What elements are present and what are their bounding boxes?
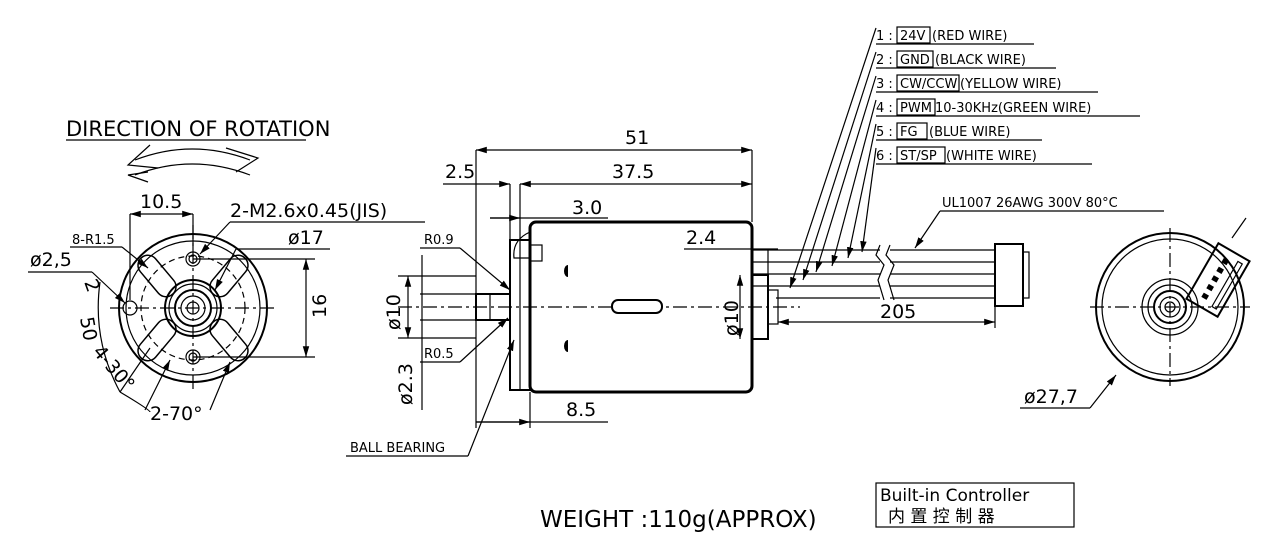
dim-10-5: 10.5 (140, 191, 182, 213)
dim-d17: ø17 (288, 227, 324, 249)
svg-text:(BLACK WIRE): (BLACK WIRE) (935, 53, 1026, 68)
dim-r8: 8-R1.5 (72, 233, 115, 248)
front-view: DIRECTION OF ROTATION (28, 117, 425, 425)
direction-label: DIRECTION OF ROTATION (66, 117, 330, 141)
controller-line1: Built-in Controller (880, 486, 1029, 506)
dim-2-5: 2.5 (445, 161, 475, 183)
dim-2-4: 2.4 (686, 227, 716, 249)
ball-bearing-label: BALL BEARING (350, 441, 445, 456)
svg-text:(WHITE WIRE): (WHITE WIRE) (946, 149, 1037, 164)
dim-thread: 2-M2.6x0.45(JIS) (230, 200, 387, 222)
label-2-70: 2-70° (150, 403, 203, 425)
dim-d10-right: ø10 (721, 300, 743, 336)
svg-text:24V: 24V (900, 29, 926, 44)
svg-text:GND: GND (900, 53, 930, 68)
dim-d27-7: ø27,7 (1024, 386, 1078, 408)
label-2: 2 (79, 276, 104, 295)
svg-text:10-30KHz(GREEN WIRE): 10-30KHz(GREEN WIRE) (935, 101, 1091, 116)
svg-text:2 :: 2 : (876, 53, 893, 68)
svg-text:PWM: PWM (900, 101, 932, 116)
side-view: 51 2.5 37.5 3.0 2.4 R0.9 R0.5 ø10 (346, 27, 1164, 457)
wire-1: 1 : 24V (RED WIRE) (876, 26, 1034, 45)
svg-text:1 :: 1 : (876, 29, 893, 44)
svg-text:ST/SP: ST/SP (900, 149, 937, 164)
svg-text:(YELLOW WIRE): (YELLOW WIRE) (960, 77, 1061, 92)
label-50: 50 (75, 315, 101, 343)
wire-4: 4 : PWM 10-30KHz(GREEN WIRE) (876, 98, 1140, 117)
cable-spec: UL1007 26AWG 300V 80°C (942, 196, 1118, 211)
dim-d2-3: ø2.3 (395, 363, 417, 405)
wire-3: 3 : CW/CCW (YELLOW WIRE) (876, 74, 1098, 93)
svg-text:CW/CCW: CW/CCW (900, 77, 957, 92)
wire-list: 1 : 24V (RED WIRE) 2 : GND (BLACK WIRE) … (876, 26, 1140, 165)
wire-6: 6 : ST/SP (WHITE WIRE) (876, 146, 1092, 165)
dim-205: 205 (880, 301, 916, 323)
wire-2: 2 : GND (BLACK WIRE) (876, 50, 1056, 69)
dim-d2-5: ø2,5 (30, 249, 72, 271)
dim-16: 16 (309, 294, 331, 318)
dim-r0-5: R0.5 (424, 347, 454, 362)
wire-5: 5 : FG (BLUE WIRE) (876, 122, 1042, 141)
dim-d10-left: ø10 (383, 294, 405, 330)
svg-text:5 :: 5 : (876, 125, 893, 140)
controller-box: Built-in Controller 内 置 控 制 器 (875, 482, 1075, 528)
dim-3-0: 3.0 (572, 197, 602, 219)
svg-text:3 :: 3 : (876, 77, 893, 92)
svg-text:4 :: 4 : (876, 101, 893, 116)
svg-text:(BLUE WIRE): (BLUE WIRE) (929, 125, 1010, 140)
dim-r0-9: R0.9 (424, 233, 454, 248)
dim-8-5: 8.5 (566, 399, 596, 421)
svg-text:6 :: 6 : (876, 149, 893, 164)
controller-line2: 内 置 控 制 器 (888, 507, 995, 527)
dim-37-5: 37.5 (612, 161, 654, 183)
weight-label: WEIGHT :110g(APPROX) (540, 507, 817, 533)
rear-view: ø27,7 (1020, 217, 1251, 409)
rotation-arrows (126, 144, 260, 183)
svg-text:(RED WIRE): (RED WIRE) (932, 29, 1007, 44)
svg-text:FG: FG (900, 125, 918, 140)
dim-51: 51 (625, 127, 649, 149)
